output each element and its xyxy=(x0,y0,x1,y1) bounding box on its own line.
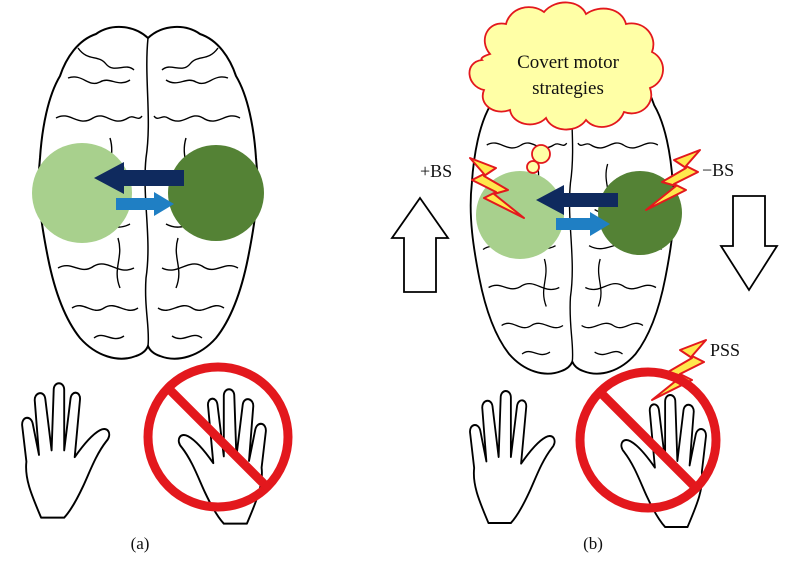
prohibition-icon xyxy=(575,367,721,513)
left-motor-cortex xyxy=(32,143,132,243)
thought-cloud-icon xyxy=(468,1,664,174)
interhemispheric-arrow-right xyxy=(116,192,174,216)
pss-label: PSS xyxy=(710,340,740,360)
interhemispheric-arrow-left xyxy=(536,185,618,215)
interhemispheric-arrow-right xyxy=(556,212,610,236)
panel-a-label: (a) xyxy=(131,534,150,553)
thought-cloud-line-2: strategies xyxy=(532,78,604,99)
left-hand-icon xyxy=(469,390,556,524)
minus-bs-label: −BS xyxy=(702,160,734,180)
up-arrow-icon xyxy=(390,196,450,293)
panel-a: (a) xyxy=(21,25,293,553)
left-hand-icon xyxy=(21,382,111,519)
down-arrow-icon xyxy=(719,195,779,292)
panel-b: Covert motor strategies +BS −BS PSS (b) xyxy=(390,1,779,553)
prohibition-icon xyxy=(143,362,293,512)
right-motor-cortex xyxy=(168,145,264,241)
interhemispheric-arrow-left xyxy=(94,162,184,194)
plus-bs-label: +BS xyxy=(420,161,452,181)
thought-cloud-line-1: Covert motor xyxy=(517,52,620,73)
right-motor-cortex xyxy=(598,171,682,255)
panel-b-label: (b) xyxy=(583,534,603,553)
